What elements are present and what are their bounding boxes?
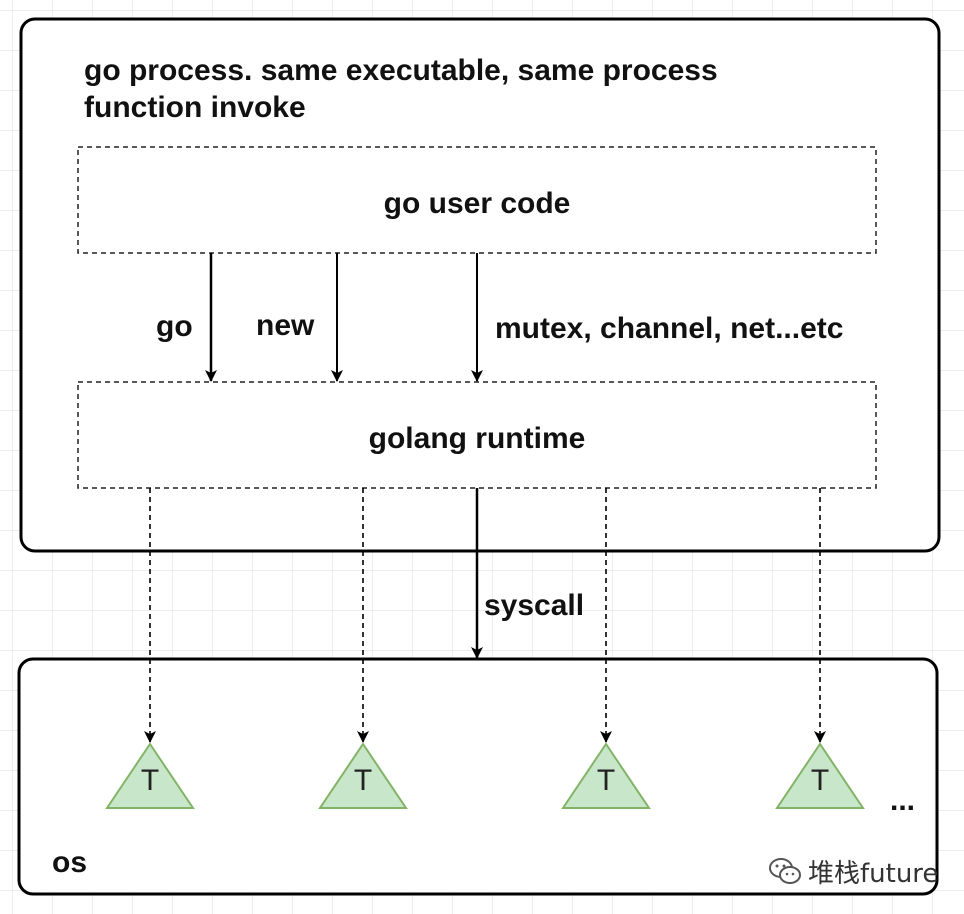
thread-label: T	[597, 764, 615, 797]
new-call-label: new	[256, 309, 315, 342]
os-box	[17, 657, 939, 896]
thread-triangle	[105, 742, 195, 809]
go-call-label: go	[156, 310, 193, 343]
thread-label: T	[354, 764, 372, 797]
process-title-line1: go process. same executable, same proces…	[84, 54, 718, 87]
runtime-box	[77, 381, 877, 489]
thread-1: T	[318, 488, 408, 809]
syscall-label: syscall	[484, 589, 584, 622]
os-label: os	[52, 846, 87, 879]
thread-0: T	[105, 488, 195, 809]
user-code-label: go user code	[384, 187, 571, 220]
watermark: 堆栈future	[768, 853, 938, 889]
thread-triangle	[775, 742, 865, 809]
user-code-box	[77, 146, 877, 254]
wechat-icon	[769, 858, 801, 884]
thread-label: T	[811, 764, 829, 797]
os-ellipsis: ...	[890, 784, 915, 817]
thread-2: T	[561, 488, 651, 809]
thread-label: T	[141, 764, 159, 797]
watermark-text: 堆栈future	[808, 858, 939, 889]
thread-triangle	[561, 742, 651, 809]
runtime-label: golang runtime	[369, 422, 586, 455]
thread-3: T	[775, 488, 865, 809]
thread-triangle	[318, 742, 408, 809]
process-title-line2: function invoke	[84, 91, 306, 124]
misc-call-label: mutex, channel, net...etc	[495, 312, 843, 345]
